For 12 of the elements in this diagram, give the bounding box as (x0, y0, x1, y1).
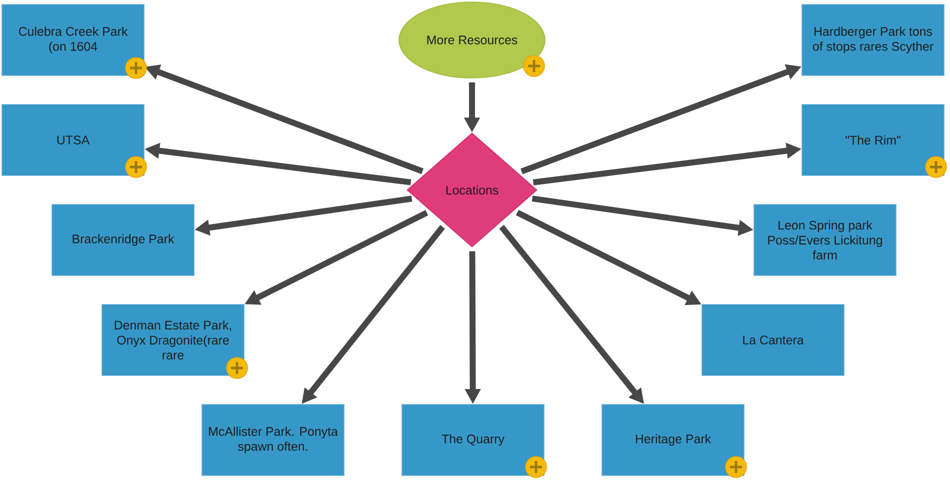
process-box: Hardberger Park tons of stops rares Scyther (802, 4, 944, 76)
process-box: McAllister Park. Ponyta spawn often. (202, 404, 344, 476)
process-box: Culebra Creek Park (on 1604 (2, 4, 144, 76)
process-box: Heritage Park (602, 404, 744, 476)
process-box: La Cantera (702, 304, 844, 376)
process-box: UTSA (2, 104, 144, 176)
ellipse-node: More Resources (398, 2, 546, 78)
process-box: Brackenridge Park (52, 204, 194, 276)
process-box: The Quarry (402, 404, 544, 476)
process-box: "The Rim" (802, 104, 944, 176)
process-box: Leon Spring park Poss/Evers Lickitung farm (754, 204, 896, 276)
process-box: Denman Estate Park, Onyx Dragonite(rare rare (102, 304, 244, 376)
